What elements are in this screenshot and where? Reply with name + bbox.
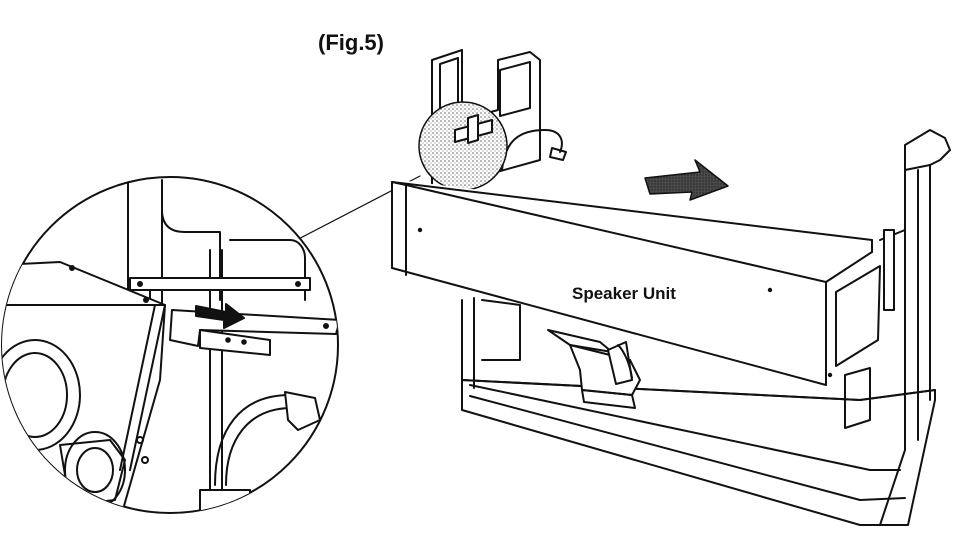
detail-marker-circle xyxy=(419,102,507,190)
speaker-unit-box xyxy=(392,180,880,385)
right-side-panel xyxy=(845,130,950,525)
base-frame xyxy=(462,298,935,525)
figure-title: (Fig.5) xyxy=(318,30,384,55)
push-direction-arrow xyxy=(645,160,728,200)
magnified-detail-view xyxy=(0,177,340,520)
pedal-assembly xyxy=(548,330,640,408)
speaker-unit-label: Speaker Unit xyxy=(572,284,676,303)
stand-cable xyxy=(502,130,562,170)
